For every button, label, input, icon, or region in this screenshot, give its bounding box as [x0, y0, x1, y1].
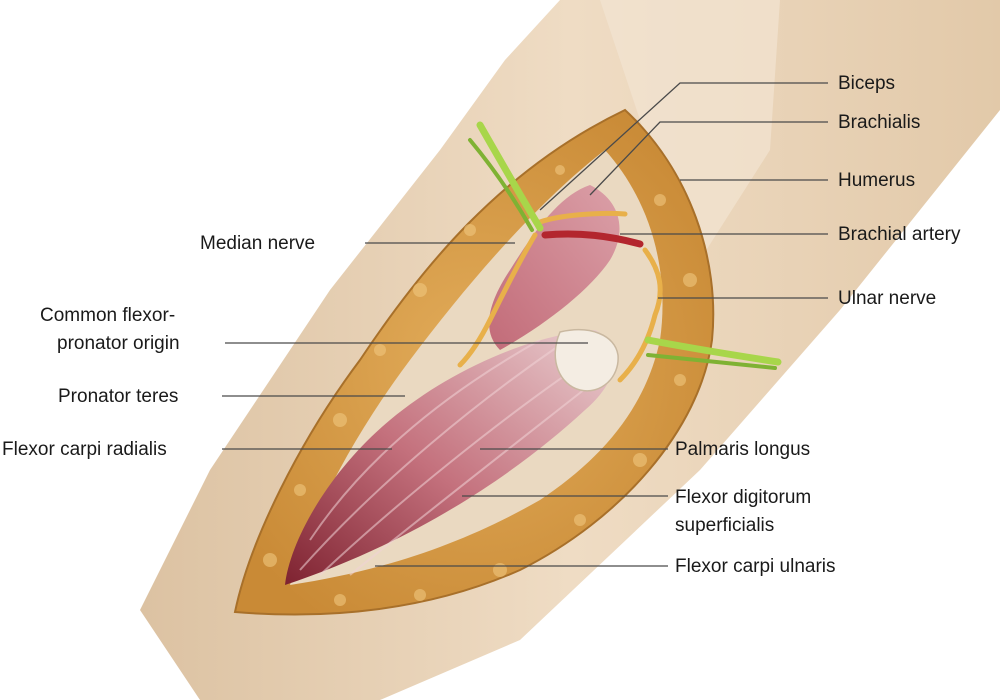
label-biceps: Biceps: [838, 73, 896, 94]
flexor-muscle-mass: [285, 330, 615, 585]
leader-lines: [222, 82, 828, 567]
fat-texture: [263, 165, 697, 606]
brachial-artery: [541, 230, 644, 248]
ulnar-nerve: [617, 247, 663, 383]
muscle-fibers: [299, 339, 591, 576]
vessel-loop-lower: [644, 336, 782, 370]
label-fds-line1: Flexor digitorum: [675, 487, 812, 508]
label-common-flexor-line2: pronator origin: [57, 333, 180, 354]
leader-biceps: [539, 82, 828, 211]
label-brachial-artery: Brachial artery: [838, 224, 961, 245]
upper-muscle: [489, 185, 620, 350]
label-palmaris-longus: Palmaris longus: [675, 439, 811, 460]
vessel-loop-upper: [468, 121, 544, 232]
label-fds-line2: superficialis: [675, 515, 775, 536]
median-nerve: [457, 210, 628, 368]
label-humerus: Humerus: [838, 170, 916, 191]
label-ulnar-nerve: Ulnar nerve: [838, 288, 937, 309]
common-origin-tendon: [554, 329, 619, 392]
leader-brachialis: [589, 121, 828, 196]
label-flexor-carpi-radialis: Flexor carpi radialis: [2, 439, 167, 460]
label-common-flexor-line1: Common flexor-: [40, 305, 176, 326]
humerus-surface: [600, 0, 780, 260]
label-brachialis: Brachialis: [838, 112, 921, 133]
label-median-nerve: Median nerve: [200, 233, 316, 254]
label-pronator-teres: Pronator teres: [58, 386, 179, 407]
label-flexor-carpi-ulnaris: Flexor carpi ulnaris: [675, 556, 836, 577]
